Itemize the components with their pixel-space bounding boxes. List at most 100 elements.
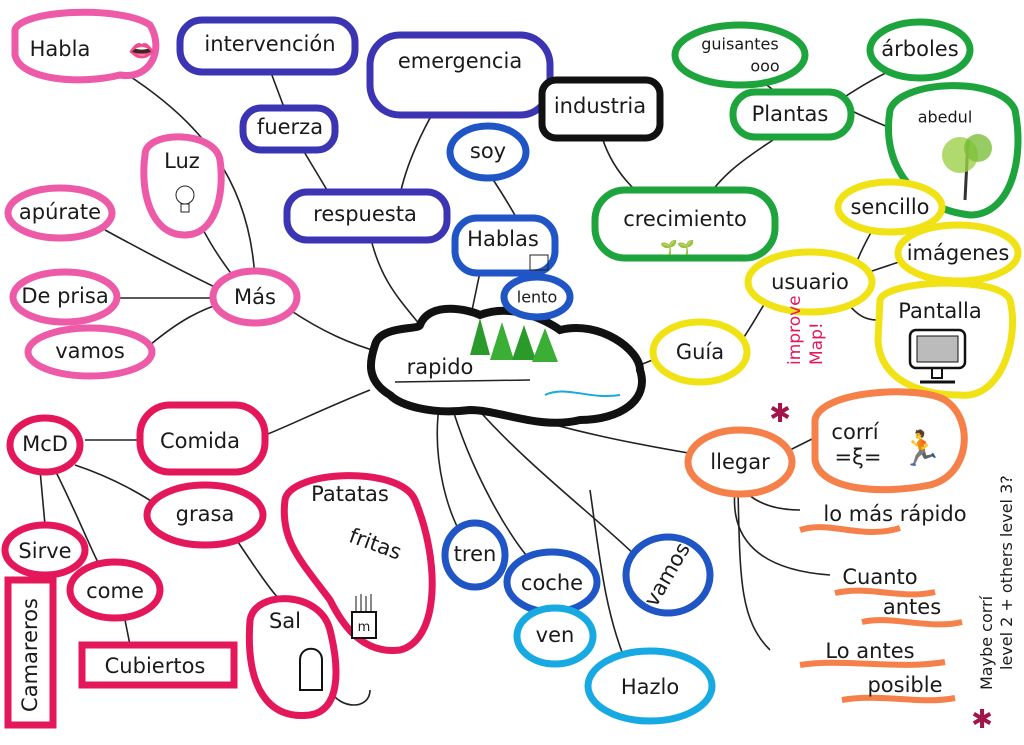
node-plantas[interactable] — [729, 88, 855, 141]
node-vamos-pink[interactable] — [24, 324, 156, 380]
label-corri-sub: =ξ= — [835, 445, 882, 469]
asterisk-icon: ✱ — [971, 705, 993, 735]
runner-icon: 🏃 — [900, 429, 942, 469]
node-patatas-fritas[interactable] — [280, 472, 436, 654]
node-fuerza[interactable] — [239, 104, 339, 154]
label-plantas: Plantas — [752, 102, 829, 126]
label-cuanto: Cuanto — [842, 565, 917, 589]
node-lento[interactable] — [500, 273, 574, 321]
label-pantalla: Pantalla — [898, 299, 982, 323]
label-soy: soy — [470, 139, 506, 163]
label-vamos-pink: vamos — [55, 339, 125, 363]
node-cubiertos[interactable] — [78, 641, 238, 689]
node-crecimiento[interactable] — [591, 186, 779, 262]
branch-mas — [4, 8, 301, 380]
label-sirve: Sirve — [18, 539, 71, 563]
peas-icon: ooo — [750, 57, 779, 76]
fries-icon: m — [351, 594, 377, 639]
label-emergencia: emergencia — [398, 49, 522, 73]
node-respuesta[interactable] — [283, 188, 451, 244]
label-lo-antes: Lo antes — [825, 639, 914, 663]
label-ven: ven — [536, 623, 575, 647]
label-coche: coche — [521, 571, 583, 595]
node-apurate[interactable] — [4, 184, 116, 242]
label-apurate: apúrate — [19, 200, 101, 224]
label-grasa: grasa — [176, 502, 235, 526]
label-patatas: Patatas — [311, 482, 389, 506]
label-cubiertos: Cubiertos — [105, 654, 206, 678]
node-tren[interactable] — [441, 519, 509, 591]
label-corri: corrí — [831, 420, 879, 444]
mouth-icon: 👄 — [128, 39, 155, 64]
central-label: rapido — [407, 355, 474, 379]
node-guia[interactable] — [649, 318, 751, 386]
label-llegar: llegar — [710, 450, 770, 474]
node-grasa[interactable] — [143, 481, 267, 549]
crossed-box-icon — [529, 254, 549, 271]
label-abedul: abedul — [918, 108, 973, 127]
node-sencillo[interactable] — [834, 178, 946, 236]
label-intervencion: intervención — [204, 32, 335, 56]
label-sencillo: sencillo — [850, 195, 929, 219]
node-ven[interactable] — [513, 604, 597, 668]
lightbulb-icon — [175, 185, 195, 213]
label-de-prisa: De prisa — [21, 284, 108, 308]
monitor-icon — [908, 328, 967, 384]
fries-m-label: m — [358, 620, 371, 635]
node-vamos-blue[interactable] — [622, 533, 714, 617]
label-antes: antes — [883, 595, 941, 619]
label-arboles: árboles — [881, 37, 958, 61]
asterisk-icon: ✱ — [769, 399, 791, 429]
node-industria[interactable] — [538, 76, 664, 142]
branch-respuesta — [176, 16, 554, 244]
node-emergencia[interactable] — [366, 31, 554, 119]
branch-comida — [1, 401, 436, 729]
label-mas: Más — [234, 285, 276, 309]
note-maybe-2: level 2 + others level 3? — [997, 475, 1016, 670]
node-llegar[interactable] — [684, 426, 796, 498]
node-de-prisa[interactable] — [9, 268, 121, 326]
label-tren: tren — [454, 542, 497, 566]
node-usuario[interactable] — [744, 248, 876, 316]
label-posible: posible — [867, 673, 942, 697]
label-industria: industria — [554, 94, 646, 118]
label-sal: Sal — [269, 609, 301, 633]
label-comida: Comida — [160, 429, 240, 453]
label-imagenes: imágenes — [907, 241, 1010, 265]
branch-blue — [441, 122, 714, 617]
label-hablas: Hablas — [467, 227, 539, 251]
branch-cyan — [513, 604, 716, 725]
node-hazlo[interactable] — [584, 647, 716, 725]
node-camareros[interactable] — [4, 576, 57, 729]
label-luz: Luz — [164, 149, 200, 173]
node-mas[interactable] — [209, 267, 301, 327]
node-soy[interactable] — [446, 122, 530, 182]
label-lento: lento — [517, 288, 558, 307]
label-fuerza: fuerza — [257, 115, 323, 139]
node-intervencion[interactable] — [176, 16, 359, 76]
node-come[interactable] — [66, 558, 164, 622]
label-camareros: Camareros — [18, 598, 42, 712]
label-hazlo: Hazlo — [621, 675, 679, 699]
note-improve: improve — [785, 295, 805, 365]
node-arboles[interactable] — [866, 18, 974, 82]
node-habla[interactable] — [11, 8, 160, 84]
node-corri[interactable] — [811, 388, 968, 494]
label-lo-mas-rapido: lo más rápido — [823, 502, 966, 526]
central-node[interactable]: rapido — [366, 304, 646, 427]
forest-icon — [470, 318, 558, 362]
label-habla: Habla — [30, 37, 91, 61]
label-come: come — [86, 579, 144, 603]
sprout-icon: 🌱🌱 — [660, 239, 695, 256]
label-respuesta: respuesta — [313, 202, 417, 226]
node-mcd[interactable] — [6, 414, 84, 476]
node-comida[interactable] — [136, 401, 269, 476]
branch-llegar — [684, 388, 968, 498]
label-guisantes: guisantes — [701, 35, 778, 54]
label-guia: Guía — [676, 340, 724, 364]
orange-underlines — [799, 524, 963, 704]
node-sirve[interactable] — [1, 521, 89, 579]
water-icon — [544, 390, 621, 397]
node-guisantes[interactable] — [671, 21, 809, 89]
